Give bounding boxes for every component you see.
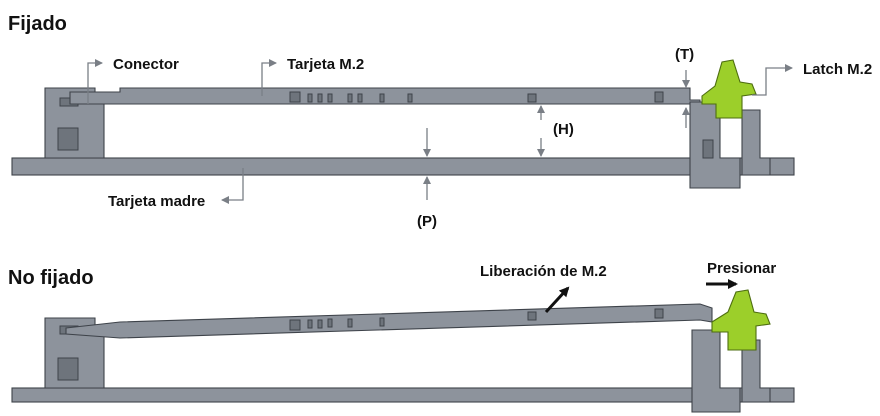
fixed-title: Fijado [8,13,67,35]
motherboard-label: Tarjeta madre [108,193,205,210]
latch-housing-back-unfixed [741,339,771,403]
connector-base [57,127,79,151]
m2-card [69,87,701,105]
unfixed-title: No fijado [8,267,94,289]
h-label: (H) [553,121,574,138]
latch-housing-post [702,139,714,159]
m2-card-tilted [65,303,713,339]
m2-card-label: Tarjeta M.2 [287,56,364,73]
motherboard-leader [221,168,244,204]
fixed-assembly [11,59,795,204]
unfixed-assembly [11,279,795,413]
p-label: (P) [417,213,437,230]
latch-label: Latch M.2 [803,61,872,78]
m2-card-leader [261,59,277,96]
m2-latch-pushed [711,289,771,351]
release-arrow [544,286,570,314]
latch-housing-back [741,109,771,176]
t-label: (T) [675,46,694,63]
connector-label: Conector [113,56,179,73]
connector-leader [87,59,103,104]
m2-latch [701,59,757,119]
card-components [289,91,664,103]
card-components-unfixed [289,308,664,331]
latch-leader [752,64,793,96]
motherboard-pcb-unfixed [11,387,795,403]
motherboard-pcb [11,157,795,176]
release-label: Liberación de M.2 [480,263,607,280]
connector-base-unfixed [57,357,79,381]
press-label: Presionar [707,260,776,277]
